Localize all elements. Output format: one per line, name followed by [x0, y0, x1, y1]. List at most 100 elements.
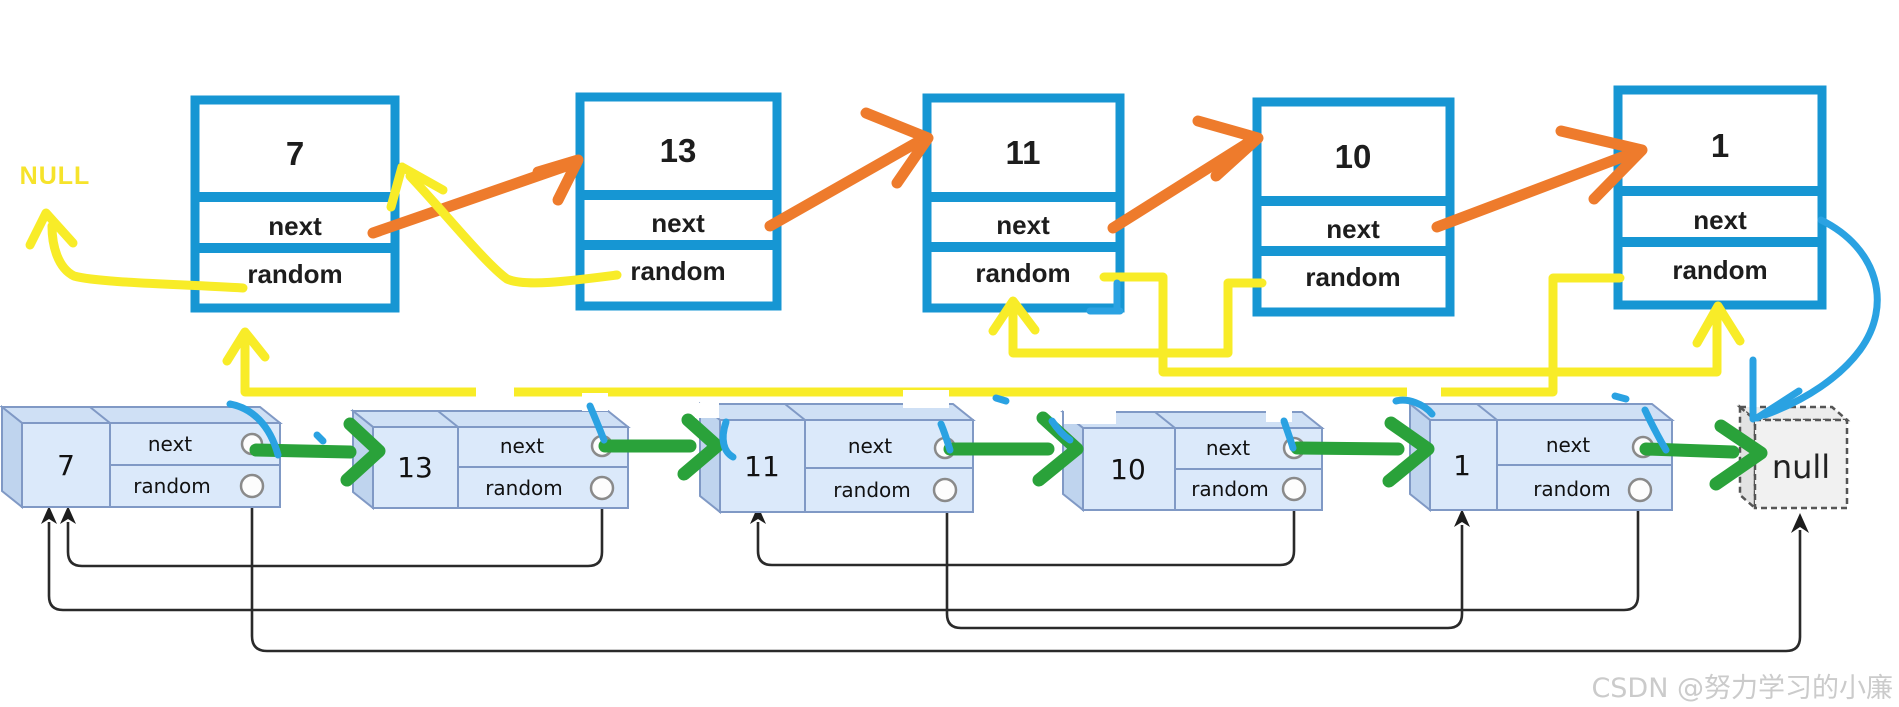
yellow-random-11-1 [1099, 272, 1722, 377]
random-pointer-1-to-7-path [47, 501, 1640, 612]
node11-box [922, 93, 1125, 313]
node11b-next-label: next [848, 434, 892, 458]
node11b-value: 11 [744, 450, 780, 483]
orange-next-arrow-13-11-head [860, 107, 934, 189]
top-next-arrows [367, 107, 1648, 239]
arrowhead-into-null [1791, 513, 1809, 533]
node7b-random-port [239, 473, 265, 499]
blue-mark-11b-left [719, 418, 737, 461]
yellow-random-10-11 [1008, 278, 1267, 358]
node11-value: 11 [1006, 134, 1041, 171]
node7b-next-label: next [148, 432, 192, 456]
node13b-top-face [350, 410, 631, 428]
bottom-node-13: 13 next random [350, 408, 631, 511]
blue-curve-1-to-null-head [1749, 356, 1803, 423]
orange-next-arrow-10-1 [1431, 148, 1636, 233]
blue-tick-1 [992, 394, 1010, 405]
yellow-random-7-null-head [25, 208, 78, 250]
green-next-arrow-7-13-head [340, 417, 386, 487]
orange-next-arrow-11-10-head [1192, 115, 1264, 182]
bottom-node-7: 7 next random [0, 404, 283, 510]
random-pointer-11-to-1-path [945, 501, 1464, 630]
blue-tick-3 [313, 431, 327, 445]
yellow-random-13-7 [405, 171, 622, 288]
null-box-label: null [1772, 448, 1830, 486]
node10b-random-port [1281, 476, 1307, 502]
node13b-random-label: random [485, 476, 563, 500]
node11b-random-port [932, 477, 958, 503]
orange-next-arrow-7-13 [367, 160, 572, 239]
orange-next-arrow-11-10 [1107, 137, 1254, 234]
node11-random-label: random [975, 258, 1070, 288]
node13b-random-port [589, 475, 615, 501]
node7b-value: 7 [57, 449, 75, 482]
bottom-node-10: 10 next random [1060, 409, 1325, 513]
random-pointer-10-to-11-path [756, 500, 1296, 567]
green-next-arrow-10-1 [1290, 441, 1405, 456]
bottom-node-11: 11 next random [697, 401, 976, 515]
node10-value: 10 [1335, 138, 1372, 175]
node1b-random-label: random [1533, 477, 1611, 501]
node7-box [190, 95, 400, 313]
node10b-next-label: next [1206, 436, 1250, 460]
yellow-random-1-7-head [222, 327, 270, 366]
node1b-value: 1 [1453, 449, 1471, 482]
top-node-11: 11 next random [922, 93, 1125, 313]
blue-mark-7b-corner [226, 400, 282, 459]
yellow-random-10-11-head [988, 296, 1040, 336]
bottom-random-pointers [41, 499, 1809, 653]
top-node-1: 1 next random [1613, 85, 1827, 310]
null-box-front-face [1753, 418, 1849, 510]
yellow-random-11-1-head [1692, 301, 1745, 348]
green-next-arrow-1-null [1639, 442, 1740, 459]
node13-value: 13 [660, 132, 697, 169]
blue-mark-1b-topleft [1392, 396, 1436, 418]
node10-box [1252, 97, 1455, 317]
yellow-random-7-null [47, 221, 248, 293]
node1b-random-port [1627, 477, 1653, 503]
blue-mark-13b-next [586, 402, 608, 444]
green-next-arrow-10-1-head [1382, 416, 1435, 488]
yellow-random-13-7-head [386, 162, 448, 212]
node10-random-label: random [1305, 262, 1400, 292]
node10b-random-label: random [1191, 477, 1269, 501]
node1-value: 1 [1711, 127, 1729, 164]
top-random-arrows [25, 162, 1745, 397]
node11-next-label: next [996, 210, 1050, 240]
blue-mark-10b-left [1048, 417, 1074, 444]
bottom-node-1: 1 next random [1407, 401, 1675, 513]
node10b-value: 10 [1110, 453, 1146, 486]
node7-next-label: next [268, 211, 322, 241]
node7b-left-face [1, 404, 23, 510]
node1-next-label: next [1693, 205, 1747, 235]
node13-next-label: next [651, 208, 705, 238]
node10-next-label: next [1326, 214, 1380, 244]
green-next-arrow-1-null-head [1709, 419, 1768, 491]
node13b-next-label: next [500, 434, 544, 458]
node7-random-label: random [247, 259, 342, 289]
arrowhead-into-1b [1454, 509, 1470, 527]
top-node-10: 10 next random [1252, 97, 1455, 317]
random-pointer-7-to-null-path [250, 499, 1802, 653]
blue-mark-10b-next [1280, 417, 1297, 452]
top-node-7: 7 next random [190, 95, 400, 313]
blue-curve-1-to-null [1761, 216, 1881, 419]
node1b-next-label: next [1546, 433, 1590, 457]
green-next-arrow-13-11-head [677, 413, 724, 481]
null-label-top: NULL [20, 162, 91, 190]
node11b-front-face [719, 419, 974, 513]
arrowhead-into-11b [750, 506, 766, 524]
blue-tick-2 [1611, 392, 1630, 403]
yellow-random-1-7 [240, 273, 1625, 397]
orange-next-arrow-10-1-head [1555, 125, 1648, 205]
node13b-value: 13 [397, 451, 433, 484]
node13-random-label: random [630, 256, 725, 286]
orange-next-arrow-13-11 [764, 137, 922, 232]
watermark: CSDN @努力学习的小廉 [1591, 673, 1893, 704]
node7-value: 7 [286, 135, 304, 172]
arrowhead2-into-7b [41, 506, 57, 524]
blue-mark-1b-next [1641, 406, 1670, 454]
blue-mark-11b-next [937, 420, 954, 454]
random-pointer-13-to-7-path [66, 500, 604, 568]
